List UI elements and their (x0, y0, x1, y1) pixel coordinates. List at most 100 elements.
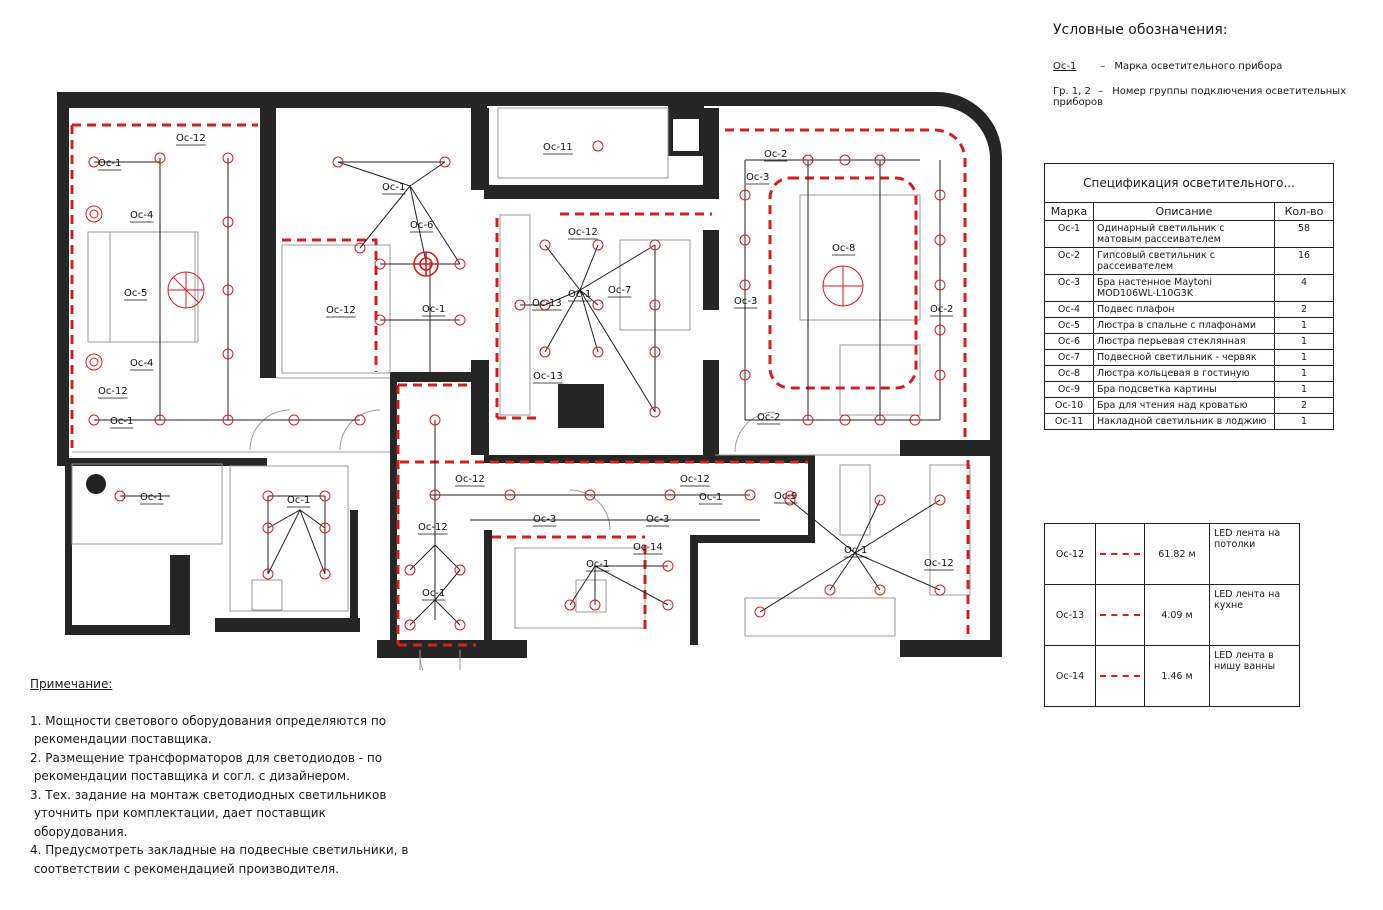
shaft-icon (671, 117, 701, 153)
note-line: оборудования. (30, 824, 128, 839)
label-l11: Ос-1 (382, 182, 405, 193)
label-l26: Ос-12 (455, 474, 485, 485)
led-mark: Ос-12 (1044, 523, 1096, 585)
led-line-sample (1095, 584, 1145, 646)
label-l05: Ос-4 (130, 358, 153, 369)
legend-row-group: Гр. 1, 2 – Номер группы подключения осве… (1053, 86, 1383, 108)
label-l13: Ос-12 (568, 227, 598, 238)
led-length: 4.09 м (1144, 584, 1210, 646)
spec-qty: 2 (1274, 301, 1334, 318)
note-line: рекомендации поставщика. (30, 732, 212, 746)
label-l28: Ос-1 (699, 492, 722, 503)
specification-table: Спецификация осветительного... Марка Опи… (1044, 163, 1334, 430)
label-l20: Ос-8 (832, 243, 855, 254)
spec-caption: Спецификация осветительного... (1044, 163, 1334, 203)
led-line-sample (1095, 523, 1145, 585)
spec-qty: 16 (1274, 247, 1334, 275)
legend-mark: Ос-1 (1053, 61, 1077, 72)
legend-title: Условные обозначения: (1053, 22, 1228, 38)
label-l23: Ос-2 (757, 412, 780, 423)
led-length: 1.46 м (1144, 645, 1210, 707)
dashed-line-icon (1100, 614, 1140, 616)
spec-desc: Гипсовый светильник с рассеивателем (1093, 247, 1275, 275)
label-l36: Ос-1 (844, 545, 867, 556)
label-l06: Ос-12 (98, 386, 128, 397)
note-line: 1. Мощности светового оборудования опред… (30, 713, 387, 728)
label-l34: Ос-1 (586, 559, 609, 570)
spec-qty: 1 (1274, 413, 1334, 430)
label-l19: Ос-3 (746, 172, 769, 183)
wiring (94, 158, 941, 626)
legend-sep: – (1100, 61, 1106, 72)
spec-header-desc: Описание (1093, 202, 1275, 221)
note-line: 4. Предусмотреть закладные на подвесные … (30, 843, 409, 857)
table-row: Ос-13 4.09 м LED лента на кухне (1044, 584, 1300, 646)
label-l09: Ос-6 (410, 220, 433, 231)
legend-row-mark: Ос-1 – Марка осветительного прибора (1053, 61, 1282, 72)
fixture-os9 (785, 490, 795, 500)
label-l03: Ос-4 (130, 210, 153, 221)
spec-desc: Люстра кольцевая в гостиную (1093, 365, 1275, 382)
partitions (71, 107, 971, 670)
legend-sep: – (1098, 86, 1104, 97)
spec-desc: Подвесной светильник - червяк (1093, 349, 1275, 366)
label-l04: Ос-5 (124, 288, 147, 299)
label-l14: Ос-13 (532, 298, 562, 309)
plan-labels: Ос-12 Ос-1 Ос-4 Ос-5 Ос-4 Ос-12 Ос-1 Ос-… (98, 133, 954, 601)
table-row: Ос-14 1.46 м LED лента в нишу ванны (1044, 645, 1300, 707)
label-l10: Ос-12 (326, 305, 356, 316)
spec-mark: Ос-11 (1044, 413, 1094, 430)
label-l01: Ос-12 (176, 133, 206, 144)
spec-mark: Ос-9 (1044, 381, 1094, 398)
legend-desc: Марка осветительного прибора (1114, 61, 1283, 72)
spec-desc: Люстра перьевая стеклянная (1093, 333, 1275, 350)
label-l15: Ос-1 (568, 289, 591, 300)
chandelier-os6 (413, 251, 439, 277)
spec-mark: Ос-10 (1044, 397, 1094, 414)
spec-mark: Ос-1 (1044, 220, 1094, 248)
label-l37: Ос-12 (924, 558, 954, 569)
spec-header-qty: Кол-во (1274, 202, 1334, 221)
note-line: уточнить при комплектации, дает поставщи… (30, 806, 326, 820)
label-l12: Ос-11 (543, 142, 573, 153)
note-line: рекомендации поставщика и согл. с дизайн… (30, 769, 350, 783)
led-desc: LED лента на кухне (1209, 584, 1300, 646)
spec-qty: 1 (1274, 365, 1334, 382)
label-l16: Ос-7 (608, 285, 631, 296)
spec-desc: Одинарный светильник с матовым рассеиват… (1093, 220, 1275, 248)
led-mark: Ос-14 (1044, 645, 1096, 707)
spec-qty: 1 (1274, 349, 1334, 366)
spec-mark: Ос-4 (1044, 301, 1094, 318)
chandelier-os8 (822, 265, 864, 307)
spec-qty: 58 (1274, 220, 1334, 248)
label-l31: Ос-3 (533, 514, 556, 525)
fixture-os1 (88, 152, 946, 631)
spec-desc: Бра подсветка картины (1093, 381, 1275, 398)
lighting-floor-plan: Ос-12 Ос-1 Ос-4 Ос-5 Ос-4 Ос-12 Ос-1 Ос-… (57, 92, 1002, 670)
label-l08: Ос-1 (140, 492, 163, 503)
label-l30: Ос-12 (418, 522, 448, 533)
legend-desc: Номер группы подключения осветительных п… (1053, 86, 1347, 108)
spec-mark: Ос-3 (1044, 274, 1094, 302)
dashed-line-icon (1100, 553, 1140, 555)
label-l17: Ос-13 (533, 371, 563, 382)
legend-mark: Гр. 1, 2 (1053, 86, 1091, 97)
spec-header-mark: Марка (1044, 202, 1094, 221)
note-line: 2. Размещение трансформаторов для светод… (30, 750, 383, 765)
spec-mark: Ос-6 (1044, 333, 1094, 350)
label-l35: Ос-1 (422, 588, 445, 599)
led-line-sample (1095, 645, 1145, 707)
notes-block: Примечание: 1. Мощности светового оборуд… (30, 675, 408, 878)
label-l32: Ос-3 (646, 514, 669, 525)
spec-qty: 2 (1274, 397, 1334, 414)
led-desc: LED лента в нишу ванны (1209, 645, 1300, 707)
spec-mark: Ос-7 (1044, 349, 1094, 366)
label-l18: Ос-2 (764, 149, 787, 160)
walls (57, 92, 1002, 658)
